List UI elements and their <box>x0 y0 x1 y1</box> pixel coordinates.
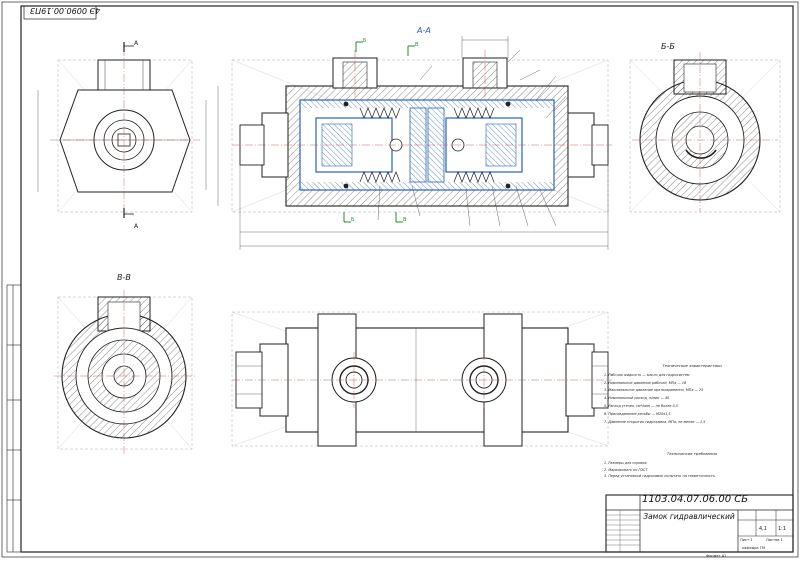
technical-notes-title: Технические характеристики <box>662 363 722 368</box>
section-vv-label: В-В <box>117 273 131 282</box>
view-section-bb <box>629 52 781 213</box>
mounting-note: 3. Перед установкой гидрозамок испытать … <box>604 474 715 479</box>
sheet-number: Лист 1 <box>740 538 753 542</box>
technical-requirements: Технические требования 1. Размеры для сп… <box>604 451 780 480</box>
mounting-note: 1. Размеры для справок <box>604 460 647 465</box>
mounting-note: 2. Маркировать по ГОСТ <box>604 467 648 472</box>
technical-note: 6. Присоединение резьбы — М20х1,5 <box>604 411 671 416</box>
technical-note: 1. Рабочая жидкость — масло для гидросис… <box>604 372 690 377</box>
cut-mark-a-bottom: А <box>134 223 139 230</box>
document-code: 1103.04.07.06.00 СБ <box>642 494 749 505</box>
corner-stamp <box>23 5 97 20</box>
technical-note: 2. Номинальное давление рабочей, МПа — 1… <box>604 380 687 385</box>
cut-mark-v-top: В <box>415 42 419 48</box>
corner-document-code: 4Э 0090.00.19ПЗ <box>30 6 101 15</box>
inner-frame <box>20 5 794 553</box>
mass-value: 4,1 <box>759 526 767 532</box>
organization: кафедра ГМ <box>742 546 765 550</box>
binding-strip <box>6 284 22 553</box>
view-section-aa: Б В Б В <box>205 36 612 250</box>
view-section-vv <box>54 290 196 454</box>
technical-note: 4. Номинальный расход, л/мин — 40 <box>604 396 670 401</box>
scale-value: 1:1 <box>778 526 786 532</box>
sheet-count: Листов 1 <box>766 538 783 542</box>
document-name: Замок гидравлический <box>643 512 735 521</box>
cut-mark-b-top: Б <box>363 38 367 44</box>
sheet-format: Формат А1 <box>706 554 726 558</box>
mounting-notes-title: Технические требования <box>666 451 718 456</box>
technical-note: 3. Максимальное давление кратковременно,… <box>604 388 704 393</box>
title-block: 4,1 1:1 Лист 1 Листов 1 кафедра ГМ <box>605 494 794 553</box>
technical-note: 7. Давление открытия гидрозамка, МПа, не… <box>604 419 706 424</box>
view-top <box>231 311 612 447</box>
cut-mark-b-bottom: Б <box>351 217 355 223</box>
section-aa-label: А-А <box>417 26 431 35</box>
view-front-hex: А А <box>37 40 200 230</box>
technical-characteristics: Технические характеристики 1. Рабочая жи… <box>604 362 780 426</box>
section-bb-label: Б-Б <box>661 42 675 51</box>
cut-mark-a-top: А <box>134 40 139 47</box>
technical-note: 5. Расход утечек, см³/мин — не более 0,5 <box>604 403 678 408</box>
cut-mark-v-bottom: В <box>403 217 407 223</box>
